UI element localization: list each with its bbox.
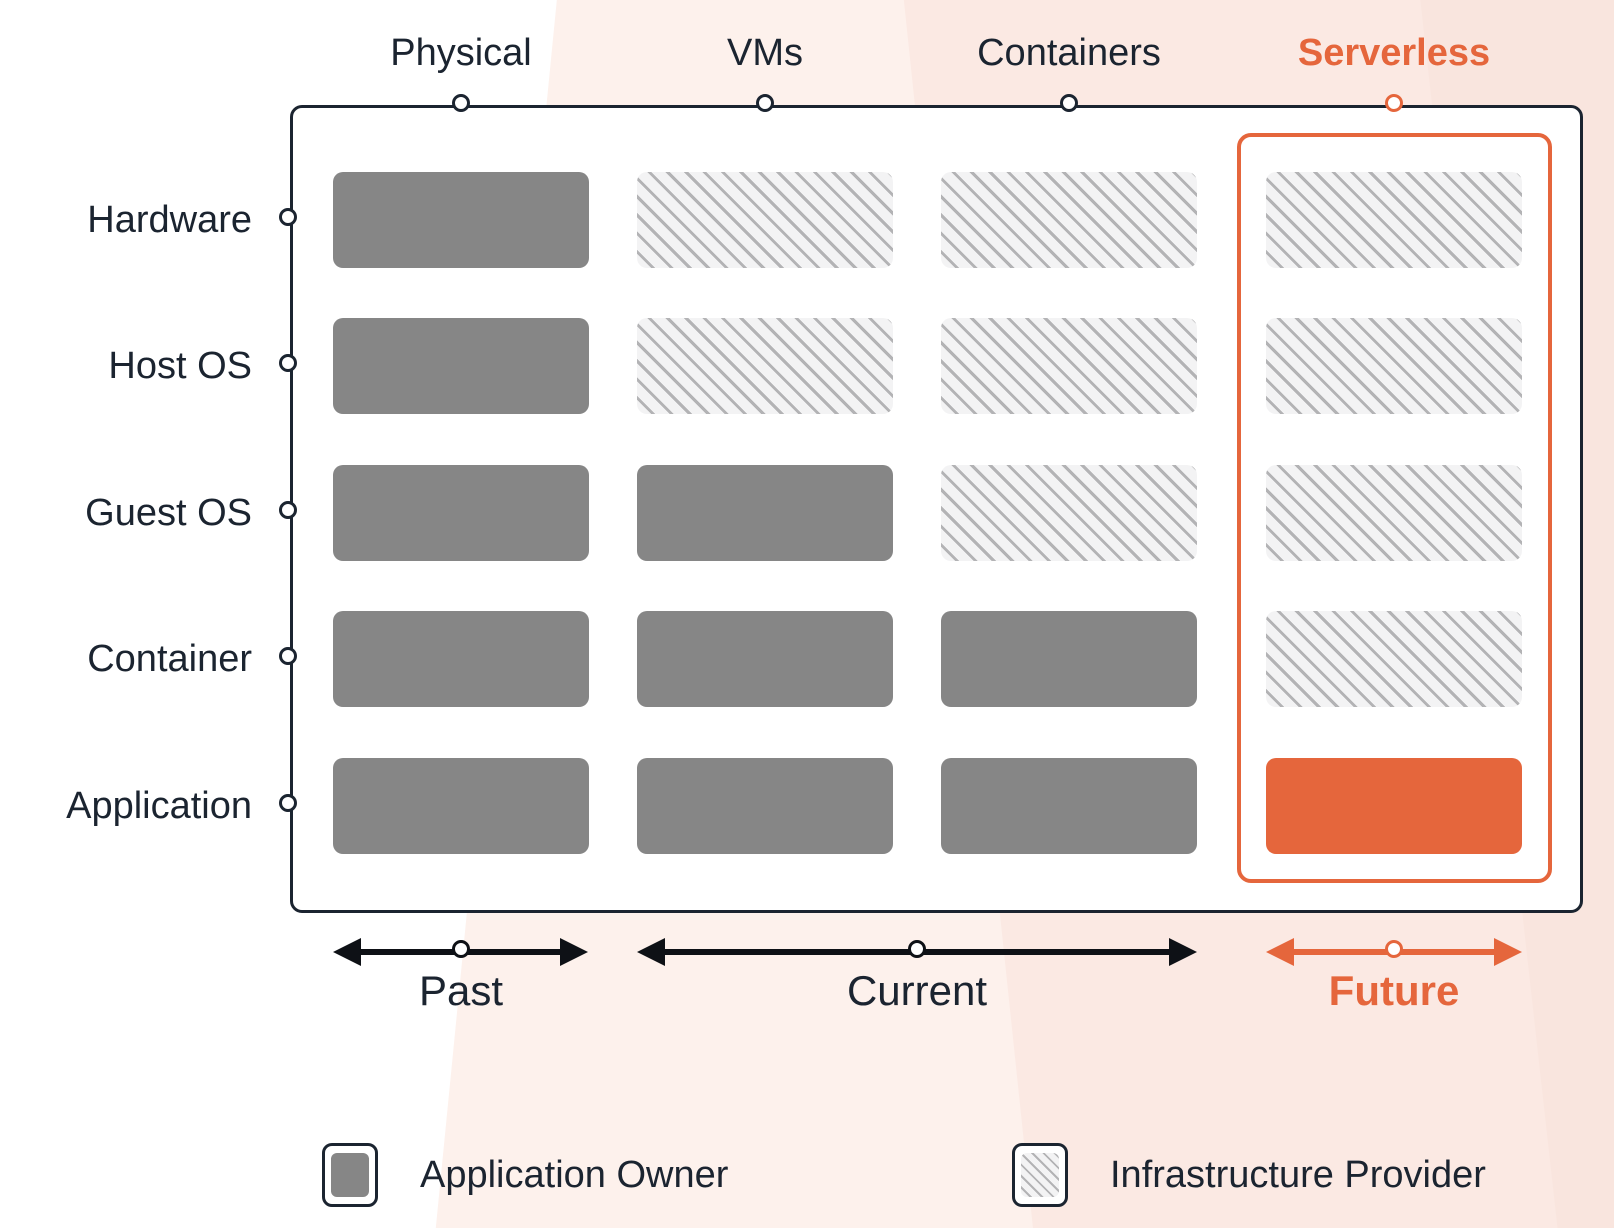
legend-swatch-application-owner — [322, 1143, 378, 1207]
serverless-highlight-outline — [1237, 133, 1552, 883]
row-marker-container — [279, 647, 297, 665]
cell-container-serverless — [1266, 611, 1522, 707]
cell-application-vms — [637, 758, 893, 854]
legend-label-infrastructure-provider: Infrastructure Provider — [1110, 1154, 1486, 1196]
timeline-arrow-past — [333, 938, 588, 966]
cell-guest-os-containers — [941, 465, 1197, 561]
timeline-label-past: Past — [418, 967, 504, 1014]
row-marker-hardware — [279, 208, 297, 226]
timeline-label-current: Current — [846, 967, 988, 1014]
column-header-physical: Physical — [390, 32, 532, 74]
cell-guest-os-serverless — [1266, 465, 1522, 561]
column-header-vms: VMs — [727, 32, 803, 74]
cell-guest-os-vms — [637, 465, 893, 561]
column-marker-serverless — [1385, 94, 1403, 112]
cell-host-os-vms — [637, 318, 893, 414]
cell-application-containers — [941, 758, 1197, 854]
row-marker-application — [279, 794, 297, 812]
cell-host-os-serverless — [1266, 318, 1522, 414]
cell-container-physical — [333, 611, 589, 707]
row-label-application: Application — [66, 785, 252, 827]
cell-host-os-physical — [333, 318, 589, 414]
legend-label-application-owner: Application Owner — [420, 1154, 729, 1196]
cell-container-containers — [941, 611, 1197, 707]
cell-hardware-physical — [333, 172, 589, 268]
arrow-right-head — [1494, 938, 1522, 966]
cell-hardware-serverless — [1266, 172, 1522, 268]
row-label-container: Container — [87, 638, 252, 680]
cell-hardware-containers — [941, 172, 1197, 268]
arrow-midpoint-marker — [1385, 940, 1403, 958]
infrastructure-provider-swatch-fill — [1021, 1153, 1059, 1197]
legend-swatch-infrastructure-provider — [1012, 1143, 1068, 1207]
cell-guest-os-physical — [333, 465, 589, 561]
column-marker-vms — [756, 94, 774, 112]
row-label-host-os: Host OS — [108, 345, 252, 387]
timeline-label-future: Future — [1328, 967, 1460, 1014]
column-header-containers: Containers — [977, 32, 1161, 74]
timeline-arrow-current — [637, 938, 1197, 966]
column-marker-containers — [1060, 94, 1078, 112]
application-owner-swatch-fill — [331, 1153, 369, 1197]
cell-hardware-vms — [637, 172, 893, 268]
row-marker-guest-os — [279, 501, 297, 519]
arrow-midpoint-marker — [451, 940, 470, 958]
cell-application-physical — [333, 758, 589, 854]
timeline-arrow-future — [1266, 938, 1522, 966]
row-marker-host-os — [279, 354, 297, 372]
arrow-right-head — [560, 938, 588, 966]
cell-container-vms — [637, 611, 893, 707]
column-header-serverless: Serverless — [1297, 32, 1491, 74]
column-marker-physical — [452, 94, 470, 112]
arrow-midpoint-marker — [908, 940, 926, 958]
cell-host-os-containers — [941, 318, 1197, 414]
cell-application-serverless — [1266, 758, 1522, 854]
row-label-guest-os: Guest OS — [85, 492, 252, 534]
arrow-right-head — [1169, 938, 1197, 966]
row-label-hardware: Hardware — [87, 199, 252, 241]
